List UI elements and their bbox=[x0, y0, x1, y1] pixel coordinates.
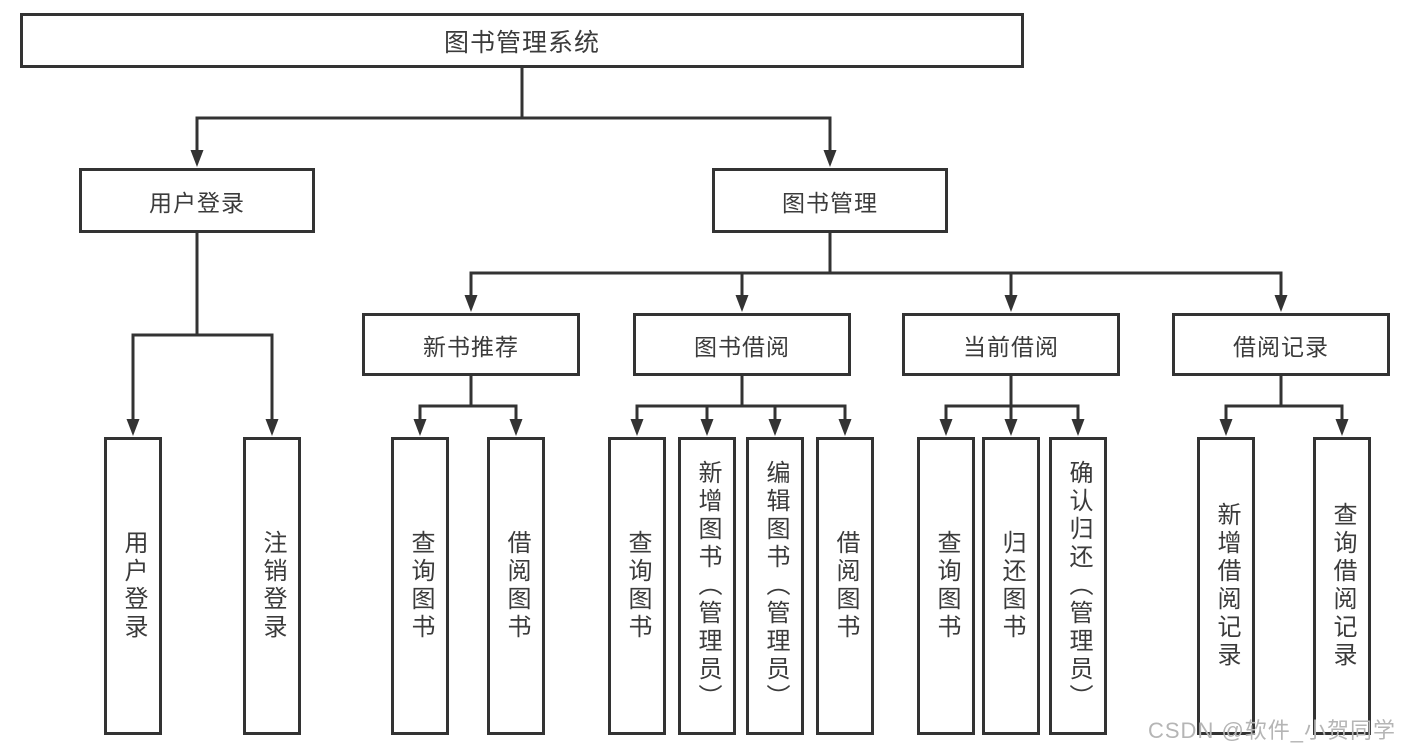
leaf-edit-books-admin-label: 编辑图书（管理员） bbox=[762, 460, 789, 712]
node-user-login-label: 用户登录 bbox=[149, 189, 245, 216]
node-book-management: 图书管理 bbox=[712, 168, 948, 233]
leaf-logout-label: 注销登录 bbox=[259, 530, 286, 642]
leaf-add-books-admin-label: 新增图书（管理员） bbox=[694, 460, 721, 712]
leaf-add-books-admin: 新增图书（管理员） bbox=[678, 437, 736, 735]
node-user-login: 用户登录 bbox=[79, 168, 315, 233]
node-new-book-recommend: 新书推荐 bbox=[362, 313, 580, 376]
leaf-edit-books-admin: 编辑图书（管理员） bbox=[746, 437, 804, 735]
leaf-query-books-borrow-label: 查询图书 bbox=[624, 530, 651, 642]
node-borrow-records: 借阅记录 bbox=[1172, 313, 1390, 376]
node-book-management-label: 图书管理 bbox=[782, 189, 878, 216]
leaf-add-borrow-record-label: 新增借阅记录 bbox=[1213, 502, 1240, 670]
leaf-query-books-current-label: 查询图书 bbox=[933, 530, 960, 642]
leaf-return-books-label: 归还图书 bbox=[998, 530, 1025, 642]
node-borrow-records-label: 借阅记录 bbox=[1233, 333, 1329, 360]
node-book-borrow: 图书借阅 bbox=[633, 313, 851, 376]
leaf-user-login: 用户登录 bbox=[104, 437, 162, 735]
leaf-borrow-books-recommend-label: 借阅图书 bbox=[503, 530, 530, 642]
node-root-label: 图书管理系统 bbox=[443, 28, 600, 57]
leaf-logout: 注销登录 bbox=[243, 437, 301, 735]
leaf-confirm-return-admin: 确认归还（管理员） bbox=[1049, 437, 1107, 735]
leaf-borrow-books: 借阅图书 bbox=[816, 437, 874, 735]
node-book-borrow-label: 图书借阅 bbox=[694, 333, 790, 360]
leaf-query-books-current: 查询图书 bbox=[917, 437, 975, 735]
leaf-confirm-return-admin-label: 确认归还（管理员） bbox=[1065, 460, 1092, 712]
node-root: 图书管理系统 bbox=[20, 13, 1024, 68]
leaf-query-books-recommend: 查询图书 bbox=[391, 437, 449, 735]
leaf-add-borrow-record: 新增借阅记录 bbox=[1197, 437, 1255, 735]
leaf-query-books-borrow: 查询图书 bbox=[608, 437, 666, 735]
leaf-user-login-label: 用户登录 bbox=[120, 530, 147, 642]
node-current-borrow: 当前借阅 bbox=[902, 313, 1120, 376]
leaf-query-borrow-record: 查询借阅记录 bbox=[1313, 437, 1371, 735]
leaf-return-books: 归还图书 bbox=[982, 437, 1040, 735]
leaf-borrow-books-recommend: 借阅图书 bbox=[487, 437, 545, 735]
leaf-query-books-recommend-label: 查询图书 bbox=[407, 530, 434, 642]
leaf-query-borrow-record-label: 查询借阅记录 bbox=[1329, 502, 1356, 670]
node-current-borrow-label: 当前借阅 bbox=[963, 333, 1059, 360]
leaf-borrow-books-label: 借阅图书 bbox=[832, 530, 859, 642]
node-new-book-recommend-label: 新书推荐 bbox=[423, 333, 519, 360]
csdn-watermark: CSDN @软件_小贺同学 bbox=[1148, 718, 1397, 743]
